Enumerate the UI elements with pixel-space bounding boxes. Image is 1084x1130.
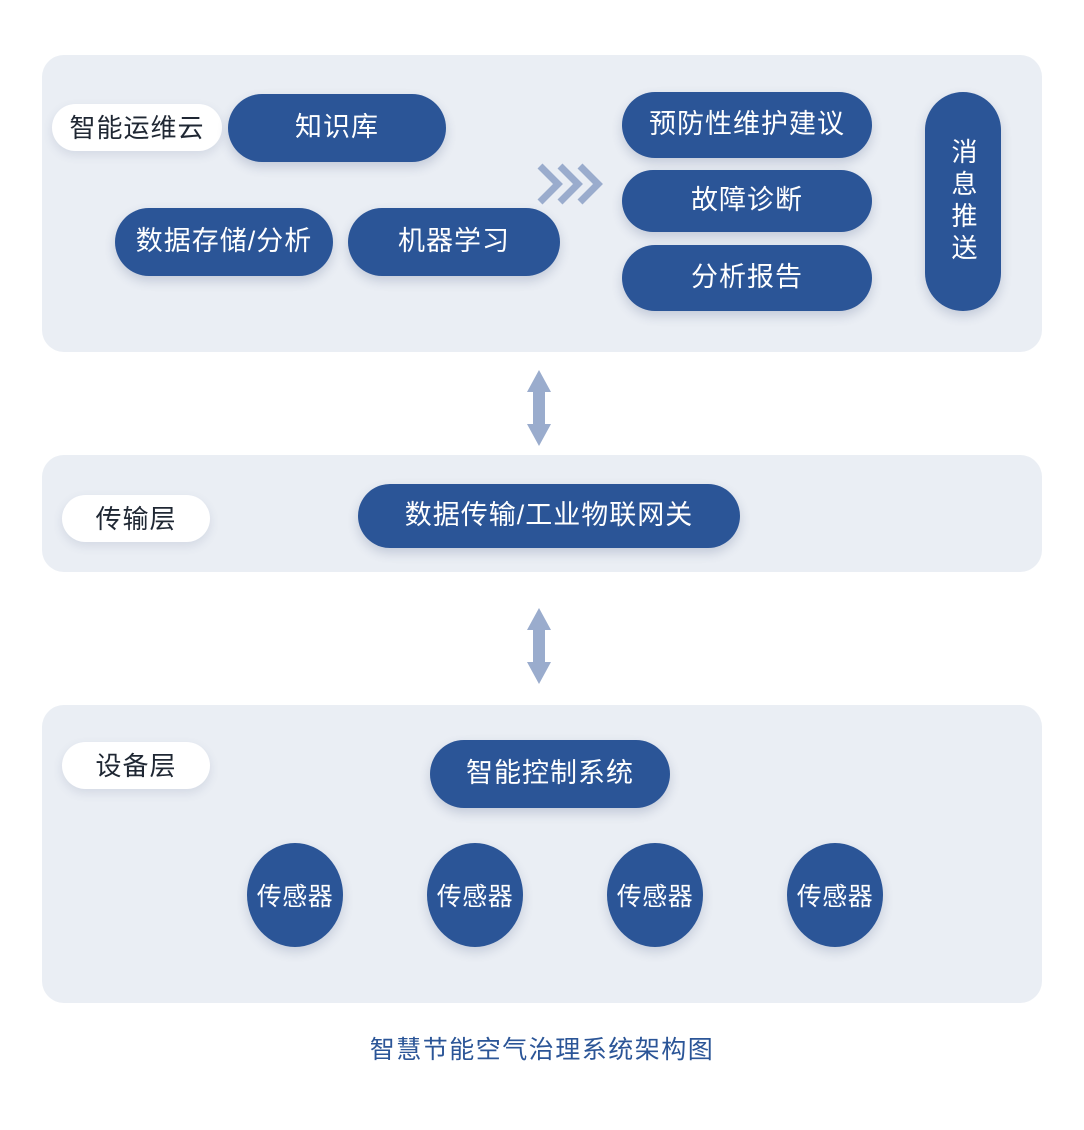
double-arrow-vertical-icon-transport-device [519,608,559,684]
node-sensor-3[interactable]: 传感器 [607,843,703,947]
node-fault-diagnosis[interactable]: 故障诊断 [622,170,872,232]
node-data-storage-analysis[interactable]: 数据存储/分析 [115,208,333,276]
node-message-push[interactable]: 消息推送 [925,92,1001,311]
layer-tag-transport: 传输层 [62,495,210,542]
node-knowledge-base[interactable]: 知识库 [228,94,446,162]
node-data-transmission-iot-gateway[interactable]: 数据传输/工业物联网关 [358,484,740,548]
node-sensor-2[interactable]: 传感器 [427,843,523,947]
node-analysis-report[interactable]: 分析报告 [622,245,872,311]
node-sensor-4[interactable]: 传感器 [787,843,883,947]
node-message-push-label: 消息推送 [948,137,978,266]
double-arrow-vertical-icon-cloud-transport [519,370,559,446]
node-machine-learning[interactable]: 机器学习 [348,208,560,276]
layer-tag-device: 设备层 [62,742,210,789]
node-preventive-maintenance-advice[interactable]: 预防性维护建议 [622,92,872,158]
triple-chevron-right-icon [534,156,610,212]
diagram-caption: 智慧节能空气治理系统架构图 [369,1036,715,1064]
layer-tag-cloud: 智能运维云 [52,104,222,151]
node-sensor-1[interactable]: 传感器 [247,843,343,947]
node-smart-control-system[interactable]: 智能控制系统 [430,740,670,808]
